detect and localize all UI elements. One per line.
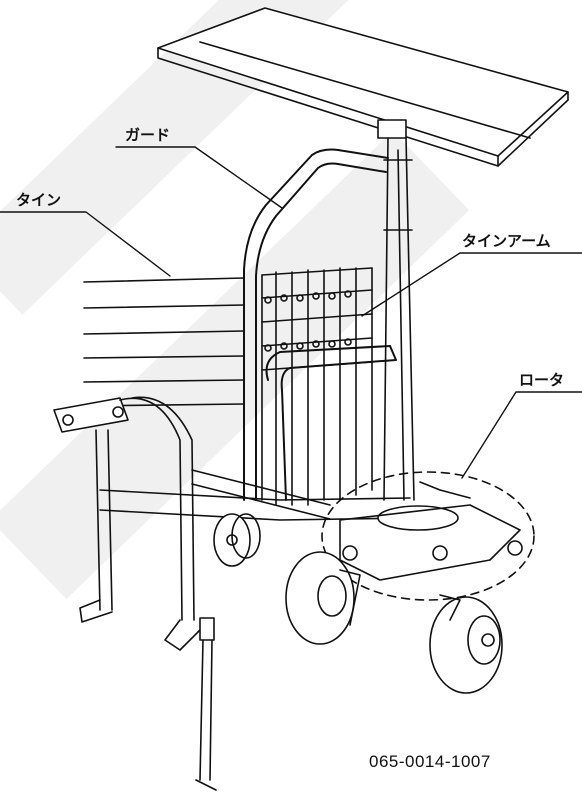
leader-rotor [461,391,582,479]
tines [83,277,245,407]
pulley [213,513,261,567]
canopy [157,7,569,167]
main-frame [53,396,411,791]
label-tine: タイン [16,191,62,209]
wheel-left [285,551,361,645]
label-rotor: ロータ [519,371,565,389]
leader-tine-arm [361,252,582,317]
mast [377,119,415,501]
label-tine-arm: タインアーム [462,232,551,250]
guard-frame [243,148,397,501]
tine-arms [261,267,373,506]
rotor-housing [339,481,523,581]
leader-tine [0,211,171,277]
label-guard: ガード [125,126,171,144]
figure-number: 065-0014-1007 [369,752,491,771]
rotor-dashed-outline [321,471,535,601]
wheel-right [429,594,503,694]
leader-lines [0,146,582,479]
leader-guard [115,146,283,209]
